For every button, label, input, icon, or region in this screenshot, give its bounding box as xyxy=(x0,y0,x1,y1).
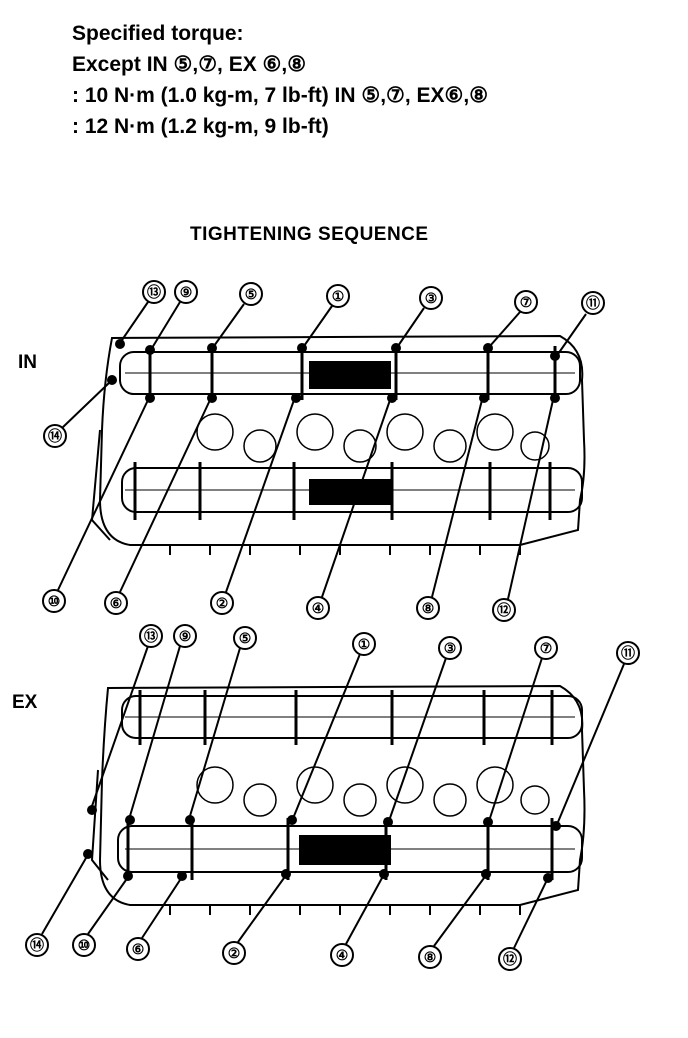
svg-text:⑩: ⑩ xyxy=(78,937,91,953)
in-callout-8: ⑧ xyxy=(416,399,483,620)
svg-text:⑧: ⑧ xyxy=(422,600,435,616)
svg-text:⑬: ⑬ xyxy=(147,284,161,300)
svg-text:⑦: ⑦ xyxy=(540,640,553,656)
in-callout-14: ⑭ xyxy=(43,381,111,448)
in-label: IN xyxy=(18,352,37,373)
ex-callout-9: ⑨ xyxy=(129,624,197,817)
in-callout-4: ④ xyxy=(306,399,391,620)
in-callout-2: ② xyxy=(210,399,295,615)
svg-text:⑪: ⑪ xyxy=(621,645,635,661)
svg-text:⑤: ⑤ xyxy=(245,286,258,302)
svg-text:⑧: ⑧ xyxy=(424,949,437,965)
svg-text:①: ① xyxy=(358,636,371,652)
in-callout-7: ⑦ xyxy=(489,290,538,347)
svg-text:①: ① xyxy=(332,288,345,304)
ex-callout-10: ⑩ xyxy=(72,879,127,957)
svg-text:⑭: ⑭ xyxy=(48,428,62,444)
svg-text:③: ③ xyxy=(444,640,457,656)
svg-text:④: ④ xyxy=(336,947,349,963)
ex-intake-camshaft xyxy=(121,695,583,739)
ex-callouts: ⑬ ⑨ ⑤ ① ③ ⑦ ⑪ xyxy=(25,624,640,971)
svg-text:④: ④ xyxy=(312,600,325,616)
in-callout-3: ③ xyxy=(397,286,443,347)
torque-specification: Specified torque: Except IN ⑤,⑦, EX ⑥,⑧ … xyxy=(72,18,488,142)
in-callout-10: ⑩ xyxy=(42,399,149,613)
ex-callout-3: ③ xyxy=(389,636,462,819)
in-callout-11: ⑪ xyxy=(557,291,605,355)
svg-text:⑫: ⑫ xyxy=(503,951,517,967)
ex-bolts xyxy=(83,805,561,883)
svg-text:⑬: ⑬ xyxy=(144,628,158,644)
svg-text:③: ③ xyxy=(425,290,438,306)
ex-callout-11: ⑪ xyxy=(557,641,640,823)
diagram-title: TIGHTENING SEQUENCE xyxy=(190,224,429,245)
ex-callout-12: ⑫ xyxy=(498,881,547,971)
in-intake-camshaft xyxy=(119,351,581,395)
in-callout-5: ⑤ xyxy=(213,282,263,347)
ex-callout-2: ② xyxy=(222,877,285,965)
svg-text:⑩: ⑩ xyxy=(48,593,61,609)
ex-callout-6: ⑥ xyxy=(126,879,181,961)
in-callout-6: ⑥ xyxy=(104,399,211,615)
svg-text:⑦: ⑦ xyxy=(520,294,533,310)
ex-callout-14: ⑭ xyxy=(25,857,87,957)
spec-torque-12nm: : 12 N·m (1.2 kg-m, 9 lb-ft) xyxy=(72,115,329,138)
ex-callout-13: ⑬ xyxy=(91,624,163,807)
in-cylinder-head xyxy=(90,334,586,555)
ex-callout-1: ① xyxy=(293,632,376,817)
svg-text:⑨: ⑨ xyxy=(179,628,192,644)
svg-text:⑥: ⑥ xyxy=(110,595,123,611)
svg-text:⑤: ⑤ xyxy=(239,630,252,646)
svg-text:⑫: ⑫ xyxy=(497,602,511,618)
ex-callout-5: ⑤ xyxy=(189,626,257,817)
ex-callout-8: ⑧ xyxy=(418,877,485,969)
in-callout-12: ⑫ xyxy=(492,399,554,622)
spec-exception: Except IN ⑤,⑦, EX ⑥,⑧ xyxy=(72,53,307,76)
ex-callout-4: ④ xyxy=(330,877,383,967)
ex-exhaust-camshaft xyxy=(117,825,583,873)
in-callout-13: ⑬ xyxy=(121,280,166,341)
in-callouts: ⑬ ⑨ ⑤ ① ③ ⑦ ⑪ xyxy=(42,280,605,622)
in-callout-1: ① xyxy=(303,284,350,347)
svg-text:⑨: ⑨ xyxy=(180,284,193,300)
ex-callout-7: ⑦ xyxy=(489,636,558,819)
ex-cylinder-head xyxy=(90,684,586,915)
svg-text:⑪: ⑪ xyxy=(586,295,600,311)
svg-text:⑥: ⑥ xyxy=(132,941,145,957)
spec-heading: Specified torque: xyxy=(72,22,244,45)
ex-label: EX xyxy=(12,692,38,713)
in-callout-9: ⑨ xyxy=(151,280,198,349)
spec-torque-10nm: : 10 N·m (1.0 kg-m, 7 lb-ft) IN ⑤,⑦, EX⑥… xyxy=(72,84,489,107)
svg-text:②: ② xyxy=(216,595,229,611)
svg-text:⑭: ⑭ xyxy=(30,937,44,953)
svg-text:②: ② xyxy=(228,945,241,961)
